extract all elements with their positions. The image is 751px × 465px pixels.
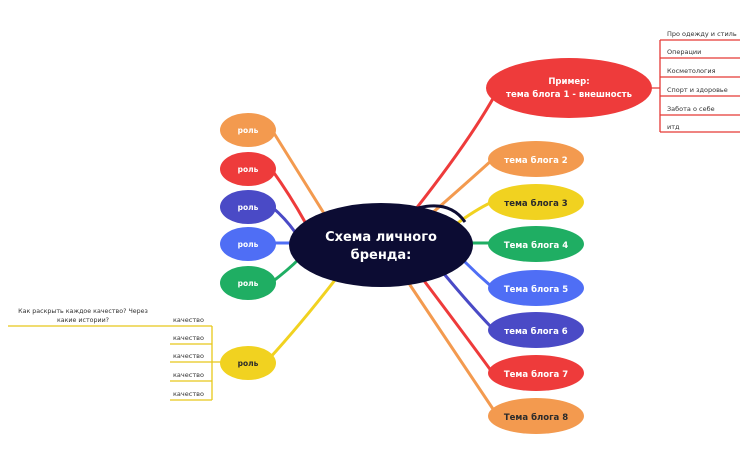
example-topic-node[interactable]: Пример: тема блога 1 - внешность bbox=[486, 58, 652, 118]
quality-item-1[interactable]: качество bbox=[173, 316, 204, 324]
connector-role-2 bbox=[270, 168, 307, 224]
quality-item-2[interactable]: качество bbox=[173, 334, 204, 342]
topic-node-8[interactable]: Тема блога 8 bbox=[488, 398, 584, 434]
role-label-3: роль bbox=[238, 203, 259, 212]
detail-item-2[interactable]: Операции bbox=[667, 48, 701, 56]
detail-item-4[interactable]: Спорт и здоровье bbox=[667, 86, 728, 94]
connector-role-3 bbox=[270, 205, 297, 234]
role-node-1[interactable]: роль bbox=[220, 113, 276, 147]
example-topic-line2: тема блога 1 - внешность bbox=[506, 89, 632, 100]
role-node-6[interactable]: роль bbox=[220, 346, 276, 380]
quality-question-line2[interactable]: какие истории? bbox=[57, 317, 109, 324]
detail-item-3[interactable]: Косметология bbox=[667, 67, 716, 75]
role-label-4: роль bbox=[238, 240, 259, 249]
topic-label-2: тема блога 2 bbox=[504, 155, 567, 166]
quality-item-4[interactable]: качество bbox=[173, 371, 204, 379]
connector-topic-7 bbox=[423, 280, 494, 374]
topic-node-4[interactable]: Тема блога 4 bbox=[488, 226, 584, 262]
qualities: качество качество качество качество каче… bbox=[18, 308, 204, 398]
connector-role-6 bbox=[266, 278, 337, 362]
qualities-bracket bbox=[8, 325, 222, 401]
example-details-bracket bbox=[640, 39, 740, 133]
example-topic-line1: Пример: bbox=[548, 77, 589, 87]
center-node[interactable]: Схема личного бренда: bbox=[289, 203, 473, 287]
connector-topic-5 bbox=[463, 260, 494, 289]
topic-label-5: Тема блога 5 bbox=[504, 284, 568, 295]
connector-topic-3 bbox=[453, 200, 494, 227]
role-label-5: роль bbox=[238, 279, 259, 288]
quality-item-3[interactable]: качество bbox=[173, 352, 204, 360]
topic-node-2[interactable]: тема блога 2 bbox=[488, 141, 584, 177]
topic-label-8: Тема блога 8 bbox=[504, 412, 568, 423]
role-node-2[interactable]: роль bbox=[220, 152, 276, 186]
role-node-5[interactable]: роль bbox=[220, 266, 276, 300]
detail-item-6[interactable]: итд bbox=[667, 123, 680, 131]
topic-node-7[interactable]: Тема блога 7 bbox=[488, 355, 584, 391]
topic-label-6: тема блога 6 bbox=[504, 326, 567, 337]
quality-question-line1[interactable]: Как раскрыть каждое качество? Через bbox=[18, 308, 148, 315]
topic-label-7: Тема блога 7 bbox=[504, 369, 568, 380]
detail-item-1[interactable]: Про одежду и стиль bbox=[667, 30, 737, 38]
topic-label-3: тема блога 3 bbox=[504, 198, 567, 209]
topic-node-6[interactable]: тема блога 6 bbox=[488, 312, 584, 348]
connector-topic-8 bbox=[408, 283, 497, 414]
center-title-line2: бренда: bbox=[351, 248, 412, 263]
role-node-3[interactable]: роль bbox=[220, 190, 276, 224]
center-title-line1: Схема личного bbox=[325, 230, 437, 245]
connector-role-5 bbox=[270, 256, 302, 284]
connector-topic-6 bbox=[443, 273, 494, 330]
connector-example bbox=[413, 93, 497, 212]
role-label-2: роль bbox=[238, 165, 259, 174]
role-node-4[interactable]: роль bbox=[220, 227, 276, 261]
topic-node-3[interactable]: тема блога 3 bbox=[488, 184, 584, 220]
role-label-1: роль bbox=[238, 126, 259, 135]
connector-topic-2 bbox=[428, 158, 494, 217]
quality-item-5[interactable]: качество bbox=[173, 390, 204, 398]
detail-item-5[interactable]: Забота о себе bbox=[667, 105, 715, 113]
topic-node-5[interactable]: Тема блога 5 bbox=[488, 270, 584, 306]
topic-label-4: Тема блога 4 bbox=[504, 240, 568, 251]
role-label-6: роль bbox=[238, 359, 259, 368]
connector-role-1 bbox=[270, 128, 327, 217]
example-details: Про одежду и стиль Операции Косметология… bbox=[667, 30, 737, 131]
